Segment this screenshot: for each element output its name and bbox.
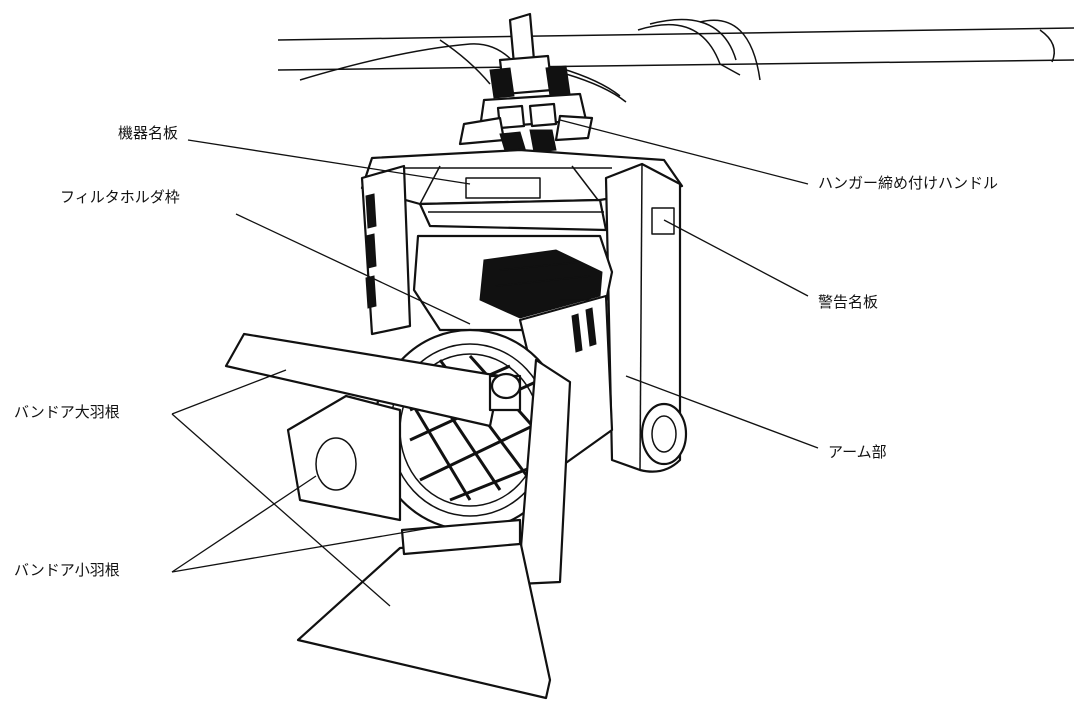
- leader-barn-small-1: [171, 475, 317, 573]
- right-arm: [604, 162, 688, 473]
- leader-lines: [171, 119, 819, 607]
- leader-filter: [235, 213, 471, 325]
- leader-warning: [663, 219, 809, 297]
- barndoor-large-right: [488, 358, 572, 586]
- label-arm: アーム部: [828, 443, 887, 461]
- leader-nameplate: [187, 139, 471, 185]
- label-filter-holder: フィルタホルダ枠: [60, 188, 180, 206]
- barndoor-large-bottom: [296, 518, 552, 700]
- left-arm: [360, 164, 412, 336]
- yoke-top: [360, 148, 684, 232]
- hanger-clamp: [458, 12, 594, 155]
- leader-arm: [625, 375, 819, 449]
- label-barndoor-small: バンドア小羽根: [14, 561, 120, 579]
- lamp-housing: [412, 234, 614, 472]
- label-barndoor-large: バンドア大羽根: [14, 403, 120, 421]
- label-nameplate: 機器名板: [118, 124, 179, 142]
- cables: [299, 39, 627, 103]
- label-hanger-handle: ハンガー締め付けハンドル: [818, 174, 999, 192]
- leader-hanger: [559, 119, 809, 185]
- barndoor-small-left: [286, 394, 402, 522]
- label-warning-plate: 警告名板: [818, 293, 879, 311]
- leader-barn-small-2: [171, 527, 431, 573]
- leader-barn-large-2: [171, 413, 391, 607]
- barndoor-large-top: [224, 332, 502, 428]
- leader-barn-large-1: [171, 369, 287, 415]
- ceiling-pipe: [277, 18, 1074, 81]
